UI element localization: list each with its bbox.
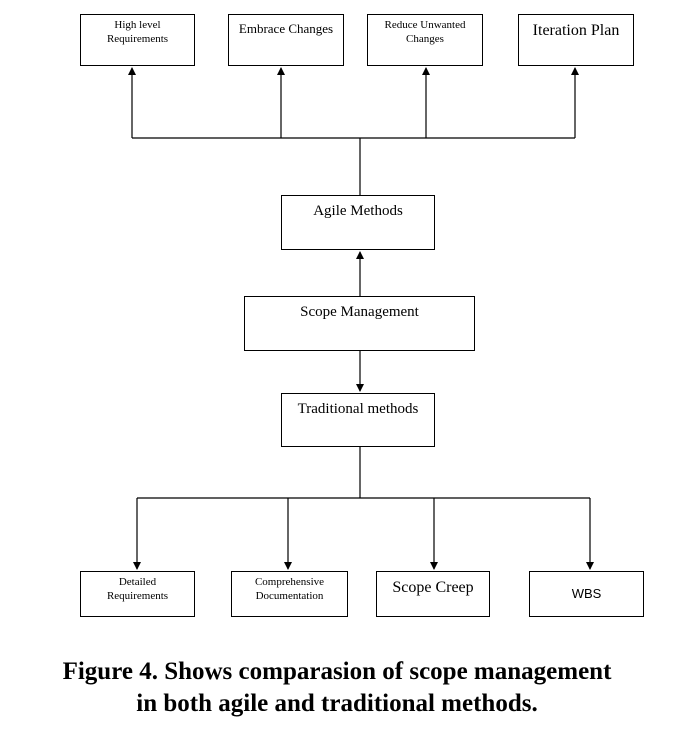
caption-line-1: Figure 4. Shows comparasion of scope man… <box>62 658 612 685</box>
embrace-changes-label: Embrace Changes <box>238 21 334 36</box>
iteration-plan-box: Iteration Plan <box>518 14 634 66</box>
wbs-box: WBS <box>529 571 644 617</box>
scope-creep-label: Scope Creep <box>392 579 474 596</box>
scope-management-box: Scope Management <box>244 296 475 351</box>
caption-line-2: in both agile and traditional methods. <box>136 690 538 717</box>
figure-caption: Figure 4. Shows comparasion of scope man… <box>0 656 674 720</box>
high-level-requirements-box: High level Requirements <box>80 14 195 66</box>
detailed-requirements-box: Detailed Requirements <box>80 571 195 617</box>
reduce-unwanted-changes-box: Reduce Unwanted Changes <box>367 14 483 66</box>
wbs-label: WBS <box>571 585 602 601</box>
detailed-requirements-label: Detailed Requirements <box>106 576 169 602</box>
scope-creep-box: Scope Creep <box>376 571 490 617</box>
connector-lines <box>128 67 594 570</box>
agile-methods-label: Agile Methods <box>313 203 403 219</box>
comprehensive-documentation-label: Comprehensive Documentation <box>254 576 325 602</box>
agile-methods-box: Agile Methods <box>281 195 435 250</box>
traditional-methods-box: Traditional methods <box>281 393 435 447</box>
traditional-methods-label: Traditional methods <box>297 401 419 417</box>
reduce-unwanted-changes-label: Reduce Unwanted Changes <box>384 19 466 45</box>
high-level-requirements-label: High level Requirements <box>106 19 169 45</box>
embrace-changes-box: Embrace Changes <box>228 14 344 66</box>
scope-management-label: Scope Management <box>300 304 419 320</box>
comprehensive-documentation-box: Comprehensive Documentation <box>231 571 348 617</box>
iteration-plan-label: Iteration Plan <box>532 22 620 39</box>
